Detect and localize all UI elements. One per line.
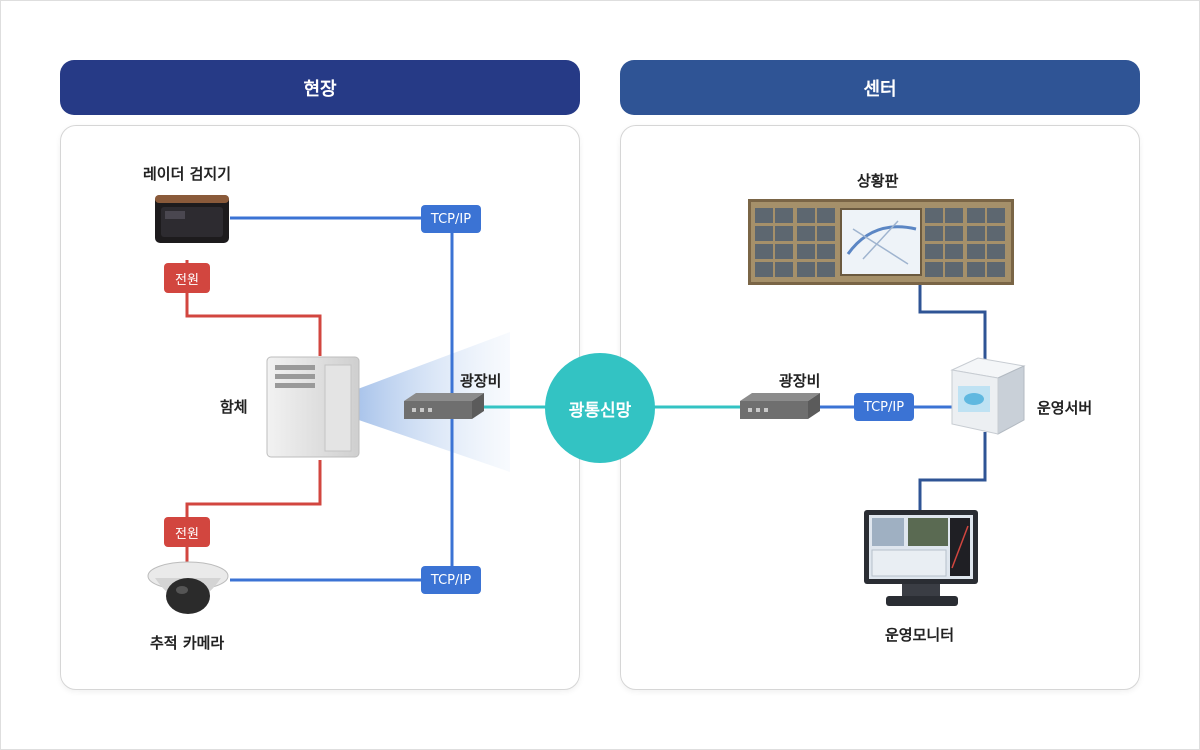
center-title: 센터 — [863, 78, 897, 100]
board-server-line — [918, 283, 987, 365]
center-optical-switch-icon — [740, 393, 820, 419]
camera-power-line — [185, 460, 322, 565]
fiber-network-label: 광통신망 — [568, 400, 632, 421]
field-switch-label: 광장비 — [460, 372, 502, 390]
center-tcp-tag: TCP/IP — [854, 393, 914, 421]
optical-switch-icon — [404, 393, 484, 419]
display-board-icon — [748, 199, 1014, 285]
tracking-camera-icon — [147, 561, 229, 614]
camera-label: 추적 카메라 — [150, 634, 225, 652]
power-tag-bottom: 전원 — [164, 517, 210, 547]
display-board-label: 상황판 — [857, 172, 899, 190]
server-label: 운영서버 — [1037, 399, 1093, 417]
monitor-icon — [864, 510, 978, 606]
radar-label: 레이더 검지기 — [143, 165, 232, 183]
tcp-tag-bottom: TCP/IP — [421, 566, 481, 594]
field-title: 현장 — [303, 78, 337, 100]
cabinet-icon — [266, 356, 360, 458]
center-header: 센터 — [620, 60, 1140, 115]
server-icon — [950, 357, 1026, 435]
tcp-tag-top: TCP/IP — [421, 205, 481, 233]
radar-detector-icon — [155, 195, 229, 243]
cabinet-label: 함체 — [220, 398, 248, 416]
fiber-network-node: 광통신망 — [545, 353, 655, 463]
center-switch-label: 광장비 — [779, 372, 821, 390]
power-tag-top: 전원 — [164, 263, 210, 293]
monitor-label: 운영모니터 — [885, 626, 955, 644]
server-monitor-line — [918, 432, 987, 512]
field-header: 현장 — [60, 60, 580, 115]
